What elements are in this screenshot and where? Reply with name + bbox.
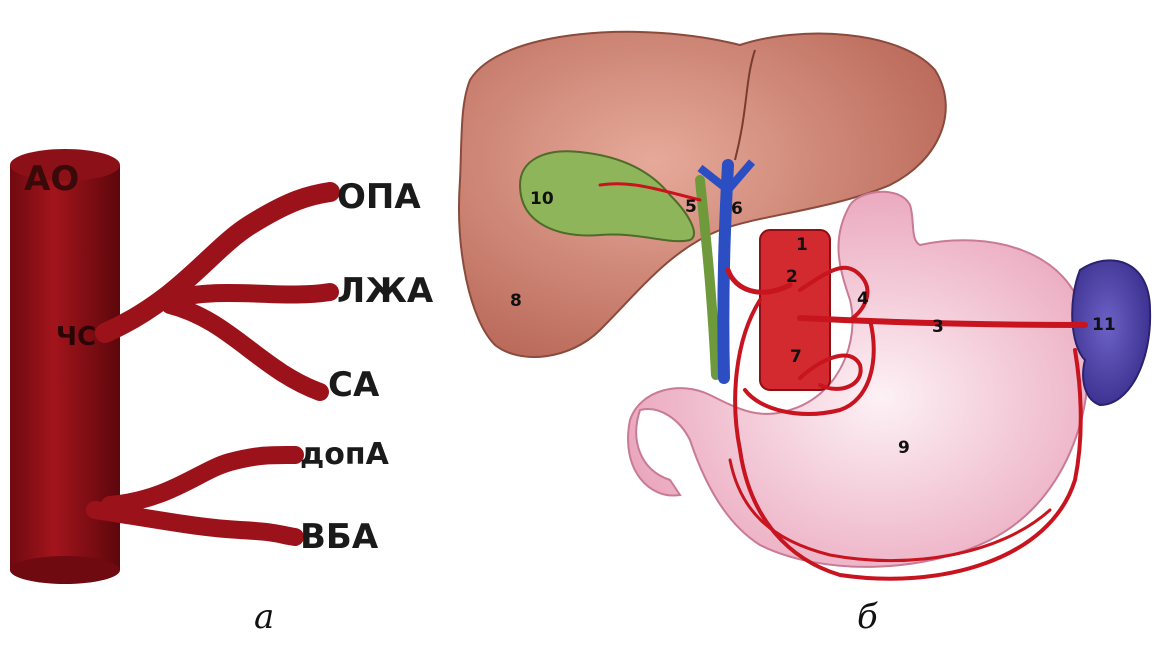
label-8: 8 <box>510 291 522 311</box>
branch-label-opa: ОПА <box>337 177 421 217</box>
label-1: 1 <box>796 235 808 255</box>
branch-dopa <box>110 455 295 505</box>
branch-label-sa: СА <box>328 365 380 405</box>
branch-lzha <box>170 292 330 300</box>
caption-a: а <box>254 597 274 637</box>
caption-b: б <box>857 597 878 637</box>
label-7: 7 <box>790 347 802 367</box>
panel-b-anatomy: 1 2 3 4 5 6 7 8 9 10 11 <box>459 32 1150 579</box>
label-11: 11 <box>1092 315 1116 335</box>
label-5: 5 <box>685 197 697 217</box>
branch-label-vba: ВБА <box>300 517 379 557</box>
branch-label-dopa: допА <box>300 437 390 472</box>
aorta-label: АО <box>24 159 79 199</box>
branch-opa <box>105 192 330 333</box>
label-4: 4 <box>857 289 869 309</box>
label-3: 3 <box>932 317 944 337</box>
branch-vba <box>95 510 295 537</box>
aorta-bottom <box>10 556 120 584</box>
label-9: 9 <box>898 438 910 458</box>
label-10: 10 <box>530 189 554 209</box>
branch-label-lzha: ЛЖА <box>337 271 434 311</box>
branch-sa <box>170 305 320 392</box>
celiac-branches <box>95 192 330 537</box>
trunk-label: ЧС <box>56 322 96 352</box>
panel-a-schema: АО ЧС ОПА ЛЖА СА допА ВБА <box>10 149 434 584</box>
label-2: 2 <box>786 267 798 287</box>
label-6: 6 <box>731 199 743 219</box>
